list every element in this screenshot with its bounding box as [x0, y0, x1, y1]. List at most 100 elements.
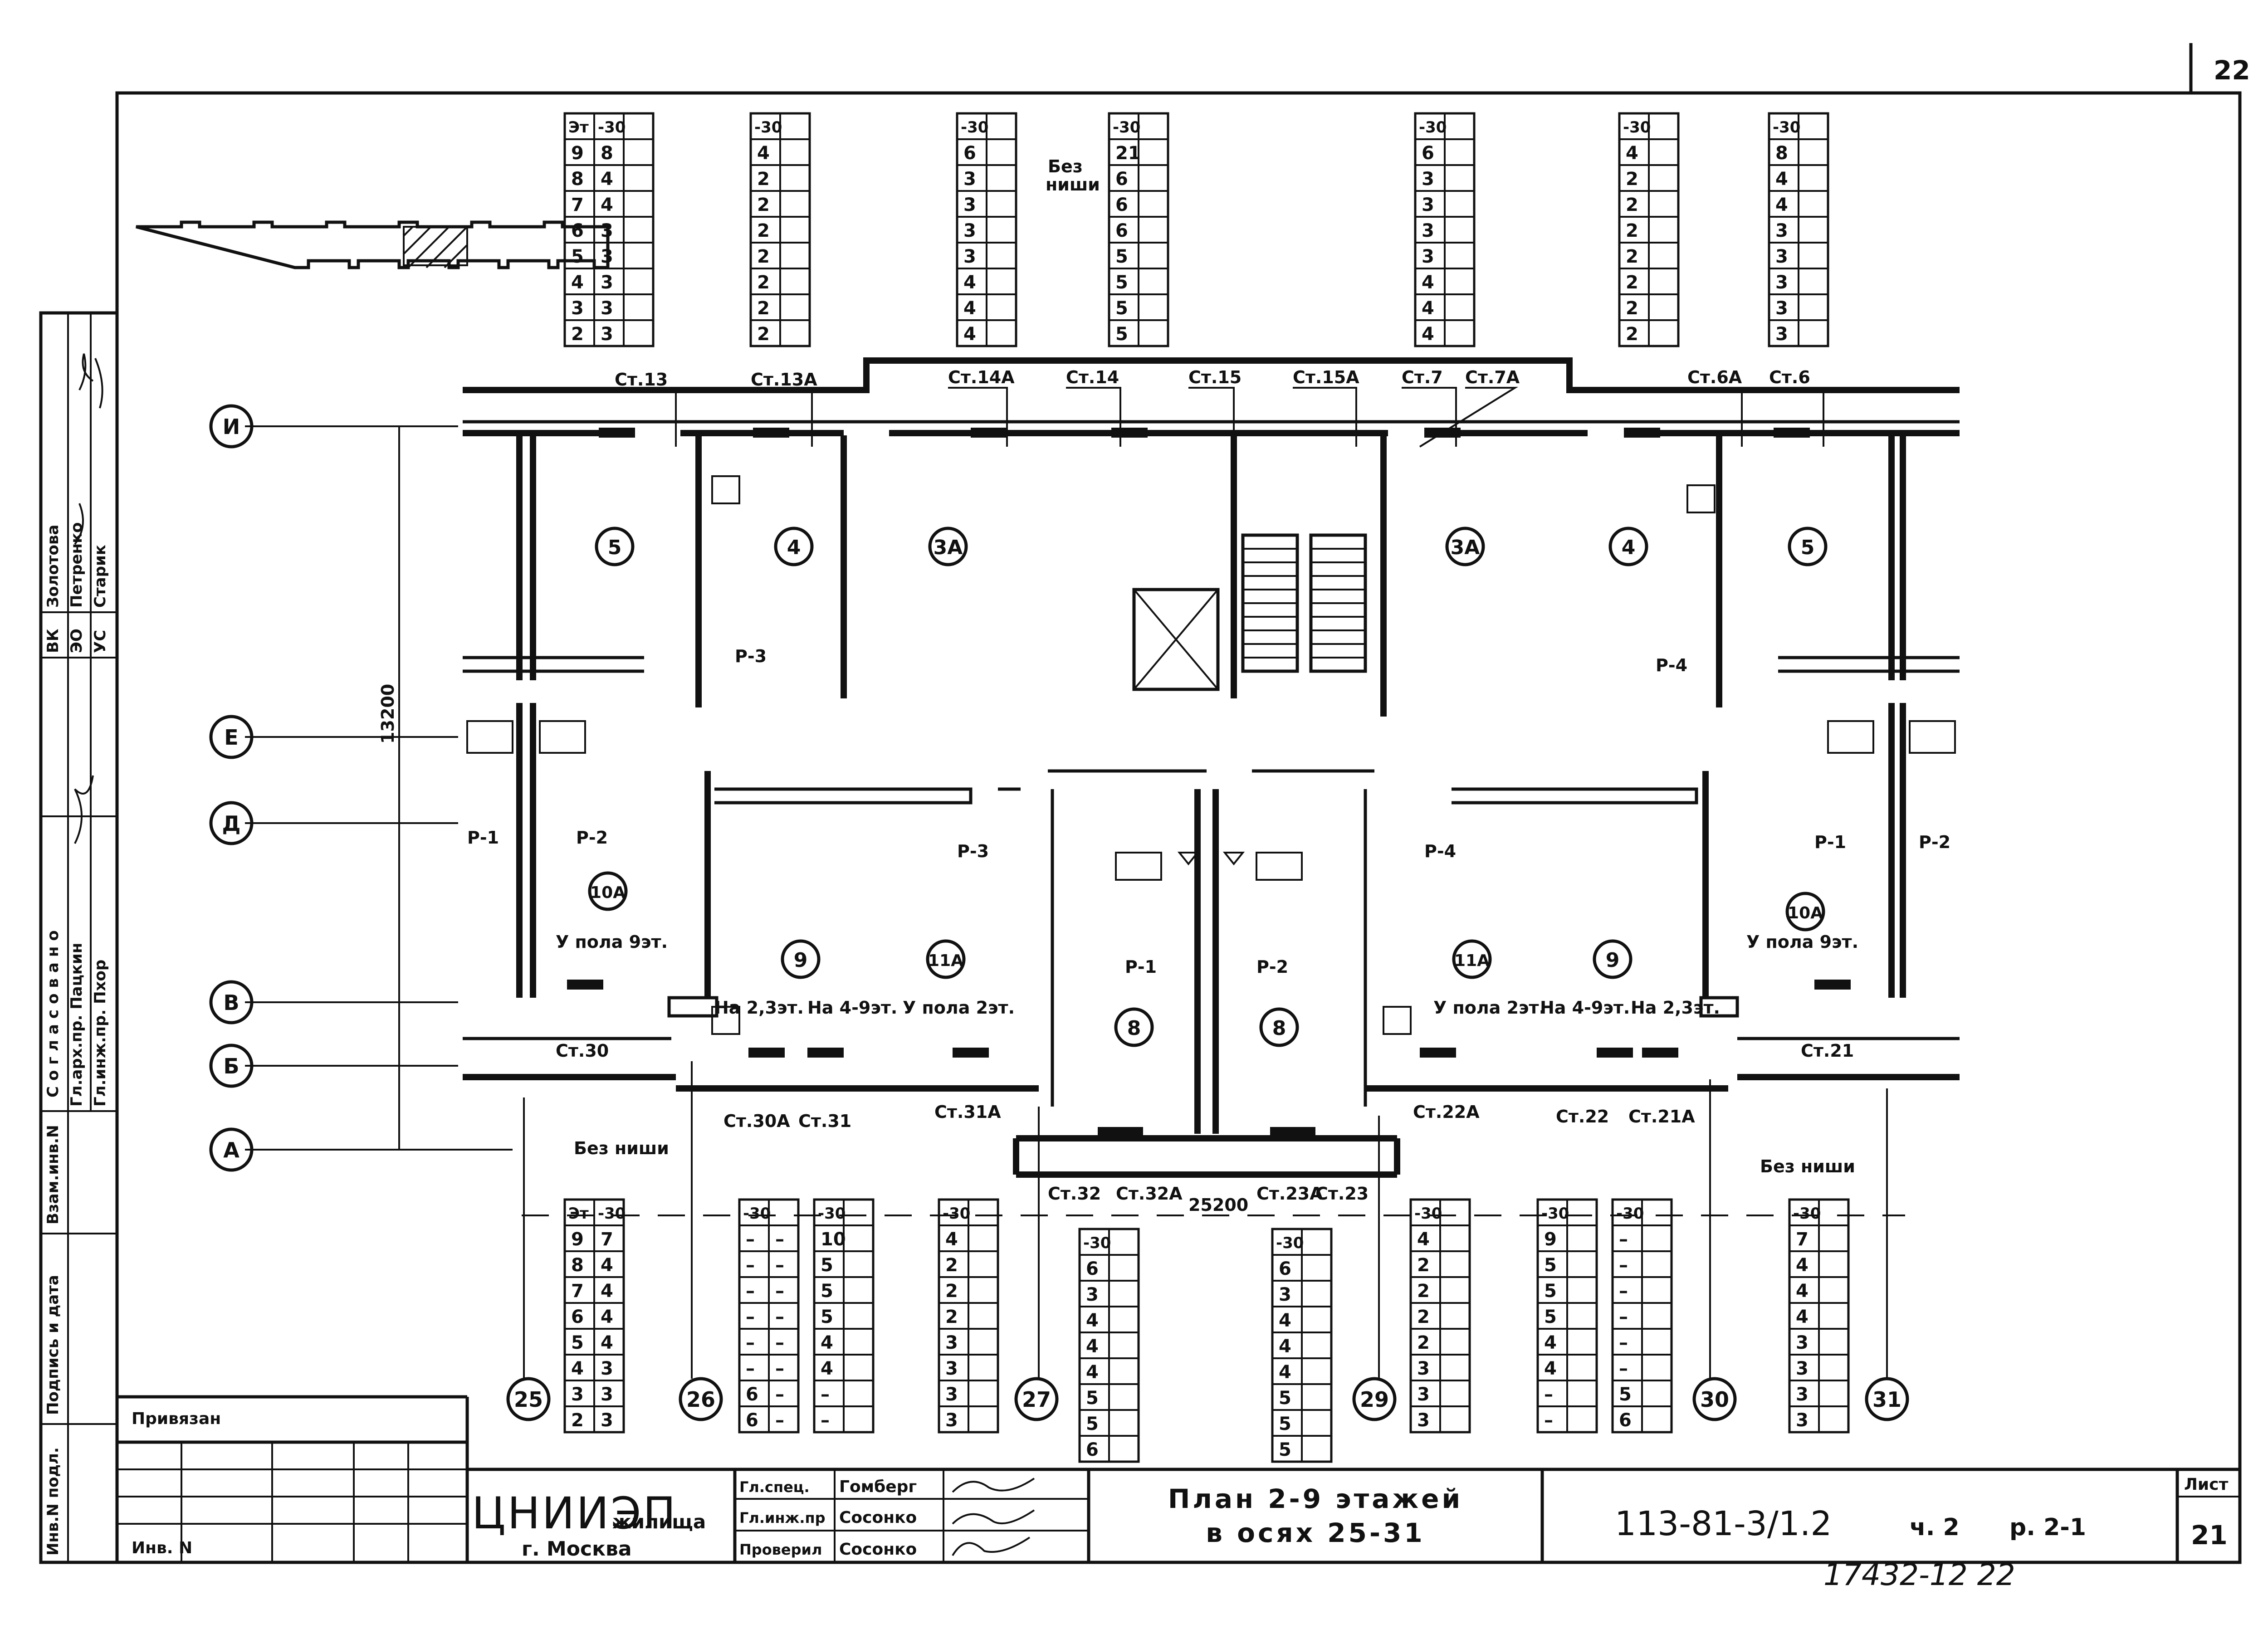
table-cell: 2 [757, 246, 770, 267]
table-cell: 2 [757, 220, 770, 241]
table-cell: 3 [945, 1332, 958, 1353]
table-cell: 5 [571, 246, 584, 267]
table-cell: 5 [1115, 298, 1128, 319]
table-header-cell: -30 [1276, 1234, 1304, 1252]
table-cell: 4 [601, 1332, 613, 1353]
table-cell: 2 [1626, 324, 1638, 345]
room-number: 11А [1454, 951, 1490, 970]
approver-eng: Гл.инж.пр. Пхор [91, 960, 109, 1107]
table-cell: 3 [945, 1410, 958, 1431]
room-number: 3А [1451, 536, 1480, 559]
approver-name-3: Старик [91, 545, 109, 608]
riser-label: Ст.14 [1066, 367, 1119, 387]
pipe-labels: Р-3 Р-4 Р-1 Р-2 Р-3 Р-1 Р-2 Р-4 Р-1 Р-2 [467, 646, 1950, 977]
table-cell: 2 [571, 1410, 584, 1431]
approver-arch: Гл.арх.пр. Пацкин [68, 943, 86, 1107]
table-cell: 3 [601, 272, 613, 293]
note-floor9-right: У пола 9эт. [1746, 932, 1858, 952]
axis-col-label: 29 [1360, 1387, 1389, 1412]
table-cell: 4 [571, 272, 584, 293]
table-cell: – [1619, 1229, 1628, 1250]
axis-row-label: Б [223, 1054, 239, 1078]
approver-name-1: Золотова [44, 525, 62, 608]
table-cell: 5 [1544, 1281, 1557, 1302]
riser-label: Ст.23А [1256, 1184, 1323, 1204]
table-cell: 6 [1619, 1410, 1632, 1431]
table-cell: 2 [757, 298, 770, 319]
table-cell: 5 [1115, 246, 1128, 267]
riser-label: Ст.21 [1801, 1041, 1854, 1061]
table-cell: 5 [1279, 1388, 1291, 1409]
table-cell: 9 [571, 1229, 584, 1250]
pipe-label: Р-2 [1256, 957, 1288, 977]
table-cell: 3 [1796, 1384, 1809, 1405]
risers-bottom: Ст.30 Ст.30А Ст.31 Ст.31А Ст.32 Ст.32А С… [556, 1041, 1854, 1204]
key-plan [136, 220, 610, 269]
table-cell: 4 [601, 1307, 613, 1327]
table-cell: 2 [1417, 1307, 1430, 1327]
room-number: 5 [608, 536, 622, 559]
pipe-label: Р-1 [467, 828, 499, 848]
table-cell: – [775, 1281, 784, 1302]
room-number: 5 [1801, 536, 1815, 559]
plan-title: План 2-9 этажей [1168, 1483, 1463, 1514]
riser-table: -30––––––––––––6–6– [738, 1198, 800, 1434]
table-cell: 5 [821, 1281, 833, 1302]
note-floor9-left: У пола 9эт. [556, 932, 668, 952]
table-cell: 2 [757, 324, 770, 345]
table-cell: 6 [746, 1410, 758, 1431]
table-cell: – [775, 1410, 784, 1431]
axis-col-label: 25 [514, 1387, 543, 1412]
pipe-label: Р-3 [957, 841, 989, 861]
table-header-cell: -30 [1541, 1205, 1569, 1223]
table-cell: 4 [1775, 169, 1788, 190]
table-cell: 2 [1626, 220, 1638, 241]
room-number: 9 [794, 949, 808, 972]
table-cell: 4 [1626, 143, 1638, 164]
table-cell: 4 [1775, 195, 1788, 215]
table-header-cell: -30 [1414, 1205, 1442, 1223]
table-cell: 6 [963, 143, 976, 164]
table-header-cell: -30 [598, 1205, 626, 1223]
table-cell: 7 [571, 195, 584, 215]
table-header-cell: -30 [1773, 118, 1800, 137]
table-cell: 3 [1417, 1384, 1430, 1405]
table-cell: 6 [746, 1384, 758, 1405]
table-cell: 3 [1775, 246, 1788, 267]
building-walls [463, 357, 1960, 1178]
room-number: 10А [1788, 904, 1823, 922]
riser-label: Ст.7 [1402, 367, 1443, 387]
table-cell: 3 [601, 220, 613, 241]
table-cell: 3 [601, 1410, 613, 1431]
riser-label: Ст.32 [1048, 1184, 1101, 1204]
table-header-cell: -30 [1623, 118, 1651, 137]
table-cell: 6 [1115, 169, 1128, 190]
role-1-name: Гомберг [839, 1478, 917, 1496]
pipe-label: Р-3 [735, 646, 767, 666]
table-cell: 8 [571, 169, 584, 190]
table-cell: 4 [1544, 1332, 1557, 1353]
table-cell: 5 [1544, 1307, 1557, 1327]
table-cell: 6 [1115, 220, 1128, 241]
axis-col-label: 30 [1700, 1387, 1729, 1412]
table-cell: 5 [821, 1307, 833, 1327]
table-cell: 3 [963, 246, 976, 267]
drawing-frame: 22 [39, 43, 2250, 1564]
table-cell: 21 [1115, 143, 1141, 164]
table-cell: – [746, 1281, 755, 1302]
table-header-cell: -30 [1083, 1234, 1111, 1252]
room-number: 8 [1127, 1017, 1141, 1040]
table-cell: 3 [601, 1358, 613, 1379]
table-cell: 7 [601, 1229, 613, 1250]
table-cell: 4 [601, 169, 613, 190]
table-cell: 4 [963, 272, 976, 293]
table-cell: 4 [1086, 1310, 1099, 1331]
table-cell: 9 [1544, 1229, 1557, 1250]
riser-label: Ст.31А [934, 1102, 1001, 1122]
table-cell: 4 [1279, 1310, 1291, 1331]
room-number: 8 [1272, 1017, 1286, 1040]
